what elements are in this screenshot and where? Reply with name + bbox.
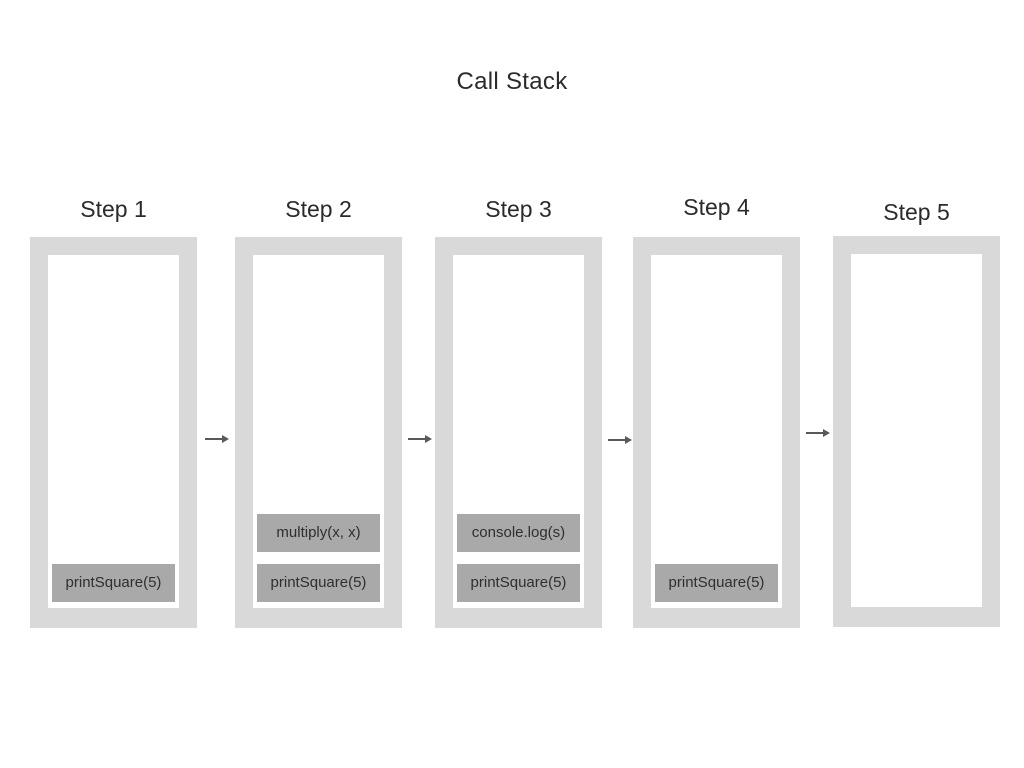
step-5-label: Step 5 xyxy=(883,199,950,225)
right-arrow-icon xyxy=(205,433,229,445)
step-4-label: Step 4 xyxy=(683,194,750,220)
step-5-group: Step 5 xyxy=(833,190,1000,635)
step-4-call-stack-frame: printSquare(5) xyxy=(633,237,800,628)
step-2-label: Step 2 xyxy=(285,196,352,222)
step-5-stack-area xyxy=(851,254,982,607)
step-3-group: Step 3 console.log(s) printSquare(5) xyxy=(435,190,602,635)
step-1-label: Step 1 xyxy=(80,196,147,222)
right-arrow-icon xyxy=(806,427,830,439)
step-2-group: Step 2 multiply(x, x) printSquare(5) xyxy=(235,190,402,635)
step-3-stack-area: console.log(s) printSquare(5) xyxy=(453,255,584,608)
right-arrow-icon xyxy=(608,434,632,446)
stack-frame-console-log: console.log(s) xyxy=(457,514,580,552)
step-3-label: Step 3 xyxy=(485,196,552,222)
step-1-stack-area: printSquare(5) xyxy=(48,255,179,608)
stack-frame-printsquare: printSquare(5) xyxy=(257,564,380,602)
step-4-group: Step 4 printSquare(5) xyxy=(633,190,800,635)
step-2-call-stack-frame: multiply(x, x) printSquare(5) xyxy=(235,237,402,628)
step-1-call-stack-frame: printSquare(5) xyxy=(30,237,197,628)
stack-frame-printsquare: printSquare(5) xyxy=(655,564,778,602)
step-3-call-stack-frame: console.log(s) printSquare(5) xyxy=(435,237,602,628)
stack-frame-printsquare: printSquare(5) xyxy=(457,564,580,602)
right-arrow-icon xyxy=(408,433,432,445)
step-4-stack-area: printSquare(5) xyxy=(651,255,782,608)
step-5-call-stack-frame xyxy=(833,236,1000,627)
stack-frame-multiply: multiply(x, x) xyxy=(257,514,380,552)
diagram-title: Call Stack xyxy=(456,68,568,95)
stack-frame-printsquare: printSquare(5) xyxy=(52,564,175,602)
step-2-stack-area: multiply(x, x) printSquare(5) xyxy=(253,255,384,608)
step-1-group: Step 1 printSquare(5) xyxy=(30,190,197,635)
